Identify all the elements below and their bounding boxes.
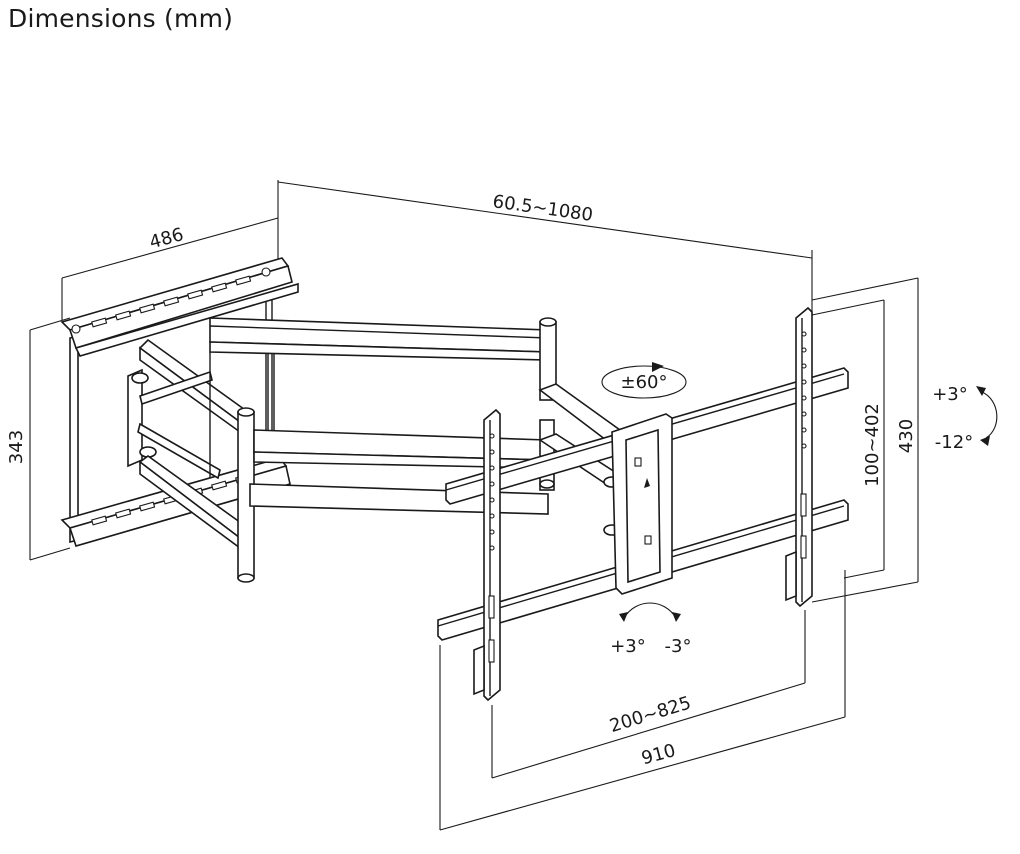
wall-plate (60, 257, 299, 547)
level-arrow-icon (619, 602, 681, 622)
dim-plate-height: 343 (6, 430, 27, 464)
dim-height-overall: 430 (896, 419, 917, 453)
page-title: Dimensions (mm) (8, 4, 234, 33)
dim-extension: 60.5~1080 (491, 191, 594, 226)
tilt-arrow-icon (976, 386, 998, 446)
angle-level-minus: -3° (665, 636, 692, 657)
dim-plate-width: 486 (147, 224, 186, 253)
dim-vesa-vertical: 100~402 (862, 403, 883, 487)
angle-tilt-up: +3° (932, 384, 968, 405)
tv-bracket (437, 306, 849, 702)
articulating-arms (127, 317, 622, 583)
angle-level-plus: +3° (610, 636, 646, 657)
angle-swivel: ±60° (621, 372, 668, 393)
plate-slots-top (71, 267, 271, 334)
swivel-arrow-icon (601, 362, 687, 399)
dimension-lines (29, 180, 919, 831)
angle-tilt-down: -12° (935, 432, 973, 453)
